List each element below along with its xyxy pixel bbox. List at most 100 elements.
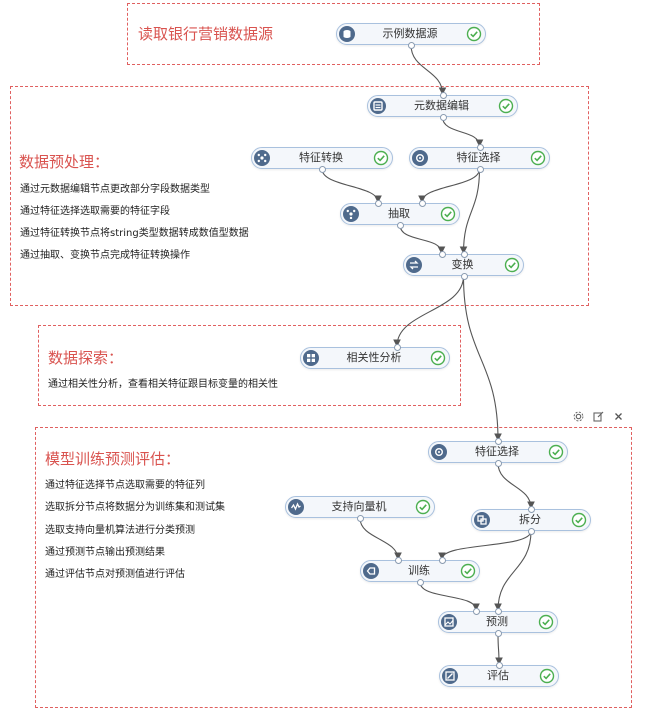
- edge-n8-n10: [497, 462, 535, 510]
- input-port[interactable]: [528, 506, 535, 513]
- node-label: 训练: [408, 564, 430, 577]
- group-preprocess-line: 通过抽取、变换节点完成特征转换操作: [20, 250, 190, 261]
- group-source: 读取银行营销数据源: [127, 3, 540, 65]
- settings-icon[interactable]: [570, 408, 586, 426]
- svm-icon: [288, 499, 304, 515]
- node-label: 评估: [487, 669, 509, 682]
- node-convert[interactable]: 变换: [403, 251, 524, 280]
- input-port[interactable]: [439, 92, 447, 99]
- close-icon[interactable]: [610, 408, 626, 426]
- node-metadata-edit[interactable]: 元数据编辑: [367, 92, 518, 121]
- input-port[interactable]: [473, 608, 480, 615]
- output-port[interactable]: [397, 222, 404, 229]
- group-train-line: 通过特征选择节点选取需要的特征列: [45, 480, 205, 491]
- success-check-icon: [504, 257, 520, 273]
- node-feature-select[interactable]: 特征选择: [409, 144, 550, 173]
- node-feature-transform[interactable]: 特征转换: [251, 147, 393, 173]
- edit-icon[interactable]: [590, 408, 606, 426]
- group-preprocess-title: 数据预处理：: [19, 153, 110, 171]
- node-sample-datasource[interactable]: 示例数据源: [336, 23, 486, 49]
- output-port[interactable]: [357, 515, 364, 522]
- edge-n10-n11: [438, 530, 532, 561]
- input-port[interactable]: [496, 662, 503, 669]
- split-icon: [474, 512, 490, 528]
- output-port[interactable]: [439, 114, 447, 121]
- success-check-icon: [460, 563, 476, 579]
- output-port[interactable]: [476, 166, 484, 173]
- convert-icon: [406, 257, 422, 273]
- evaluate-icon: [442, 668, 458, 684]
- correlation-icon: [303, 350, 319, 366]
- success-check-icon: [548, 444, 564, 460]
- train-icon: [363, 563, 379, 579]
- success-check-icon: [498, 98, 514, 114]
- output-port[interactable]: [319, 166, 326, 173]
- group-train-line: 通过预测节点输出预测结果: [45, 547, 165, 558]
- edge-n3-n5: [321, 168, 382, 204]
- feature-select-icon: [431, 444, 447, 460]
- group-train-line: 通过评估节点对预测值进行评估: [45, 569, 185, 580]
- node-label: 相关性分析: [346, 351, 402, 364]
- group-toolbar: [566, 408, 630, 426]
- node-label: 特征选择: [475, 445, 519, 458]
- input-port[interactable]: [439, 557, 446, 564]
- edge-n4-n6: [459, 168, 481, 255]
- group-preprocess-line: 通过元数据编辑节点更改部分字段数据类型: [20, 184, 210, 195]
- node-feature-select-2[interactable]: 特征选择: [428, 438, 568, 467]
- edge-n11-n12: [419, 581, 480, 612]
- input-port[interactable]: [395, 557, 402, 564]
- group-source-title: 读取银行营销数据源: [138, 25, 274, 43]
- node-label: 变换: [451, 258, 474, 271]
- output-port[interactable]: [528, 528, 535, 535]
- edge-n12-n13: [495, 632, 503, 666]
- group-preprocess-line: 通过特征转换节点将string类型数据转成数值型数据: [20, 228, 249, 239]
- node-train[interactable]: 训练: [360, 557, 480, 586]
- group-explore: 数据探索： 通过相关性分析，查看相关特征跟目标变量的相关性: [38, 325, 461, 406]
- database-icon: [339, 26, 355, 42]
- edge-n10-n12: [494, 530, 532, 612]
- output-port[interactable]: [495, 460, 502, 467]
- node-label: 支持向量机: [331, 500, 387, 513]
- input-port[interactable]: [476, 144, 484, 151]
- node-correlation-analysis[interactable]: 相关性分析: [300, 344, 450, 369]
- node-label: 特征选择: [456, 151, 501, 164]
- group-train: 模型训练预测评估： 通过特征选择节点选取需要的特征列 选取拆分节点将数据分为训练…: [35, 427, 632, 708]
- node-extract[interactable]: 抽取: [340, 200, 460, 229]
- node-predict[interactable]: 预测: [438, 608, 558, 637]
- node-evaluate[interactable]: 评估: [439, 662, 559, 687]
- output-port[interactable]: [460, 273, 468, 280]
- feature-select-icon: [412, 150, 428, 166]
- metadata-icon: [370, 98, 386, 114]
- node-split[interactable]: 拆分: [471, 506, 591, 535]
- input-port[interactable]: [495, 608, 502, 615]
- group-explore-line: 通过相关性分析，查看相关特征跟目标变量的相关性: [48, 379, 278, 390]
- output-port[interactable]: [495, 630, 502, 637]
- success-check-icon: [440, 206, 456, 222]
- group-preprocess-line: 通过特征选择选取需要的特征字段: [20, 206, 170, 217]
- node-label: 预测: [486, 615, 508, 628]
- edge-n2-n4: [441, 116, 484, 148]
- node-label: 示例数据源: [382, 27, 438, 40]
- input-port[interactable]: [375, 200, 382, 207]
- success-check-icon: [466, 26, 482, 42]
- group-train-line: 选取拆分节点将数据分为训练集和测试集: [45, 502, 225, 513]
- node-label: 拆分: [519, 513, 541, 526]
- group-train-title: 模型训练预测评估：: [45, 450, 181, 468]
- success-check-icon: [530, 150, 546, 166]
- edge-n6-n8: [462, 275, 502, 442]
- success-check-icon: [373, 150, 389, 166]
- input-port[interactable]: [460, 251, 468, 258]
- node-label: 特征转换: [299, 151, 343, 164]
- success-check-icon: [430, 350, 446, 366]
- success-check-icon: [571, 512, 587, 528]
- output-port[interactable]: [417, 579, 424, 586]
- input-port[interactable]: [394, 344, 401, 351]
- input-port[interactable]: [438, 251, 446, 258]
- input-port[interactable]: [495, 438, 502, 445]
- edge-n6-n7: [393, 275, 465, 348]
- node-svm[interactable]: 支持向量机: [285, 496, 435, 522]
- output-port[interactable]: [408, 42, 415, 49]
- input-port[interactable]: [419, 200, 426, 207]
- node-label: 元数据编辑: [414, 99, 469, 112]
